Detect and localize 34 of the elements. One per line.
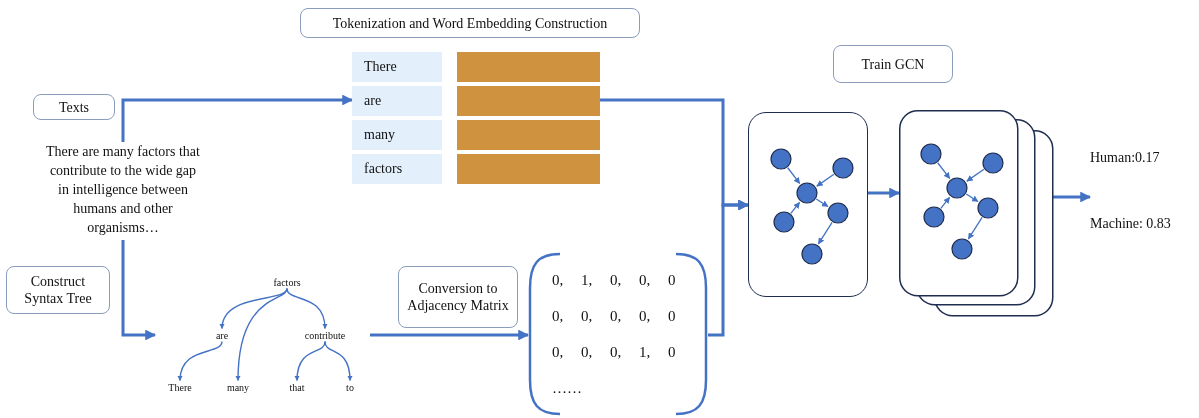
token-cell: factors [352,154,442,184]
step-label: Train GCN [833,45,953,83]
class-score: Machine: 0.83 [1090,216,1172,232]
step-label: Construct Syntax Tree [6,266,110,314]
matrix-row-text: 0, 0, 0, 0, 0 [552,308,677,326]
step-label: Conversion to Adjacency Matrix [398,266,518,328]
step-label: Texts [33,94,115,120]
arrow [370,329,530,341]
arrow [294,340,326,382]
arrow [235,287,288,382]
tree-word: are [215,329,229,341]
tree-word: many [226,381,250,393]
matrix-row-text: 0, 1, 0, 0, 0 [552,272,677,290]
arrow [121,240,157,341]
tree-word: contribute [304,329,346,341]
arrow [177,340,223,382]
class-score: Human:0.17 [1090,150,1161,166]
token-cell: There [352,52,442,82]
matrix-row-text: …… [552,380,583,398]
arrow [121,94,354,142]
tree-word: that [289,381,305,393]
step-label: Tokenization and Word Embedding Construction [300,8,640,38]
input-sentence: There are many factors that contribute to the wide gap in intelligence between humans and other organisms… [45,142,201,240]
tree-word: factors [273,276,301,288]
arrow [286,287,328,330]
arrow [324,340,353,382]
gcn-card [748,112,868,297]
arrow [708,199,750,337]
token-cell: many [352,120,442,150]
arrow [1053,191,1092,203]
tree-word: to [346,381,354,393]
matrix-row-text: 0, 0, 0, 1, 0 [552,344,677,362]
tree-word: There [168,381,192,393]
token-cell: are [352,86,442,116]
